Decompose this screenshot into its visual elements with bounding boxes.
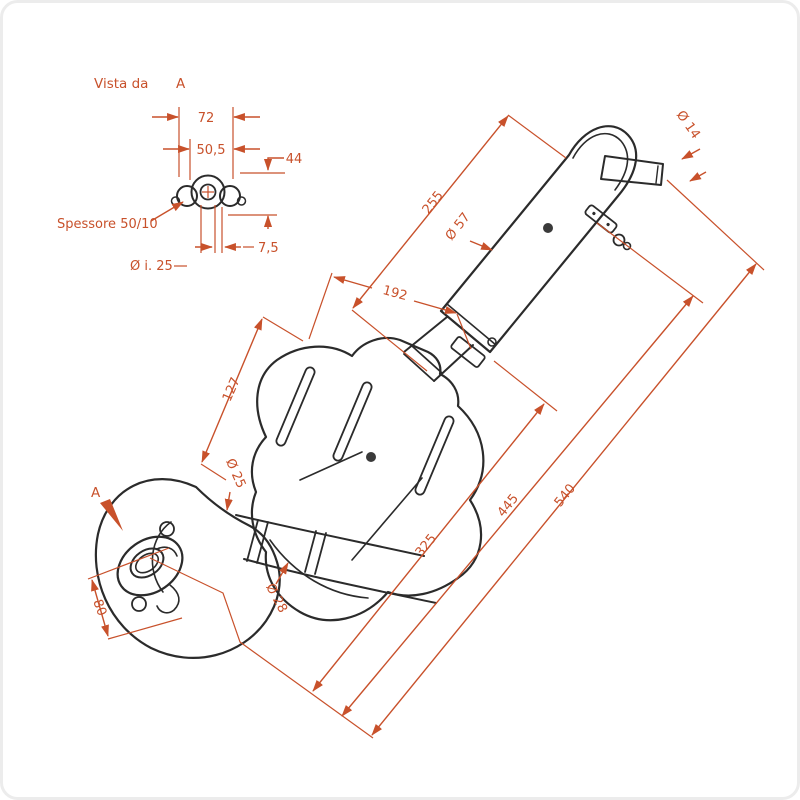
dim-325: 325 [413, 531, 440, 560]
flange-hook [156, 584, 180, 614]
flange-tab [156, 546, 178, 557]
sleeve-ring [304, 530, 317, 573]
dim-44: 44 [286, 152, 303, 167]
bottom-step [446, 303, 497, 346]
expansion-body [250, 336, 485, 622]
detail-view-caption: Vista da [94, 76, 148, 92]
sleeve-ring [256, 521, 269, 564]
dim-50-5: 50,5 [197, 143, 226, 158]
dim-dia-28: Ø 28 [262, 581, 290, 615]
silencer-cylinder [439, 125, 638, 354]
dim-bore-25: Ø i. 25 [130, 259, 173, 274]
flange-bore [199, 183, 217, 201]
flange-notch [236, 196, 247, 206]
dim-127: 127 [220, 375, 244, 404]
body-ribs [275, 366, 455, 496]
body-crease [299, 451, 363, 481]
connecting-pipe [403, 316, 497, 382]
dim-7-5: 7,5 [258, 241, 279, 256]
header-flange [116, 521, 184, 614]
dim-spessore: Spessore 50/10 [57, 217, 158, 232]
dimension-group: Vista da A 72 50,5 44 Spessore 50/10 7,5 [57, 76, 765, 739]
dim-72: 72 [198, 111, 215, 126]
dim-445: 445 [495, 491, 522, 520]
detail-view-caption-letter: A [176, 76, 186, 92]
sleeve-ring [314, 532, 327, 575]
bore-center-cross [202, 186, 214, 198]
dim-dia-57: Ø 57 [443, 210, 474, 244]
wing-bolt [612, 233, 632, 251]
dim-dia-25: Ø 25 [222, 456, 248, 490]
end-cap-inner [572, 132, 629, 191]
dim-80: 80 [89, 597, 109, 618]
sleeve-ring [246, 519, 259, 562]
dim-dia-14: Ø 14 [673, 108, 703, 142]
view-direction-arrow [100, 499, 123, 531]
dim-255: 255 [420, 188, 447, 217]
silencer-rivet [543, 223, 553, 233]
part-outline-group [94, 125, 664, 659]
body-rivet [366, 452, 376, 462]
tail-pipe [600, 155, 664, 186]
view-direction-label: A [91, 485, 101, 501]
inlet-step [403, 353, 435, 382]
dim-192: 192 [381, 283, 409, 304]
